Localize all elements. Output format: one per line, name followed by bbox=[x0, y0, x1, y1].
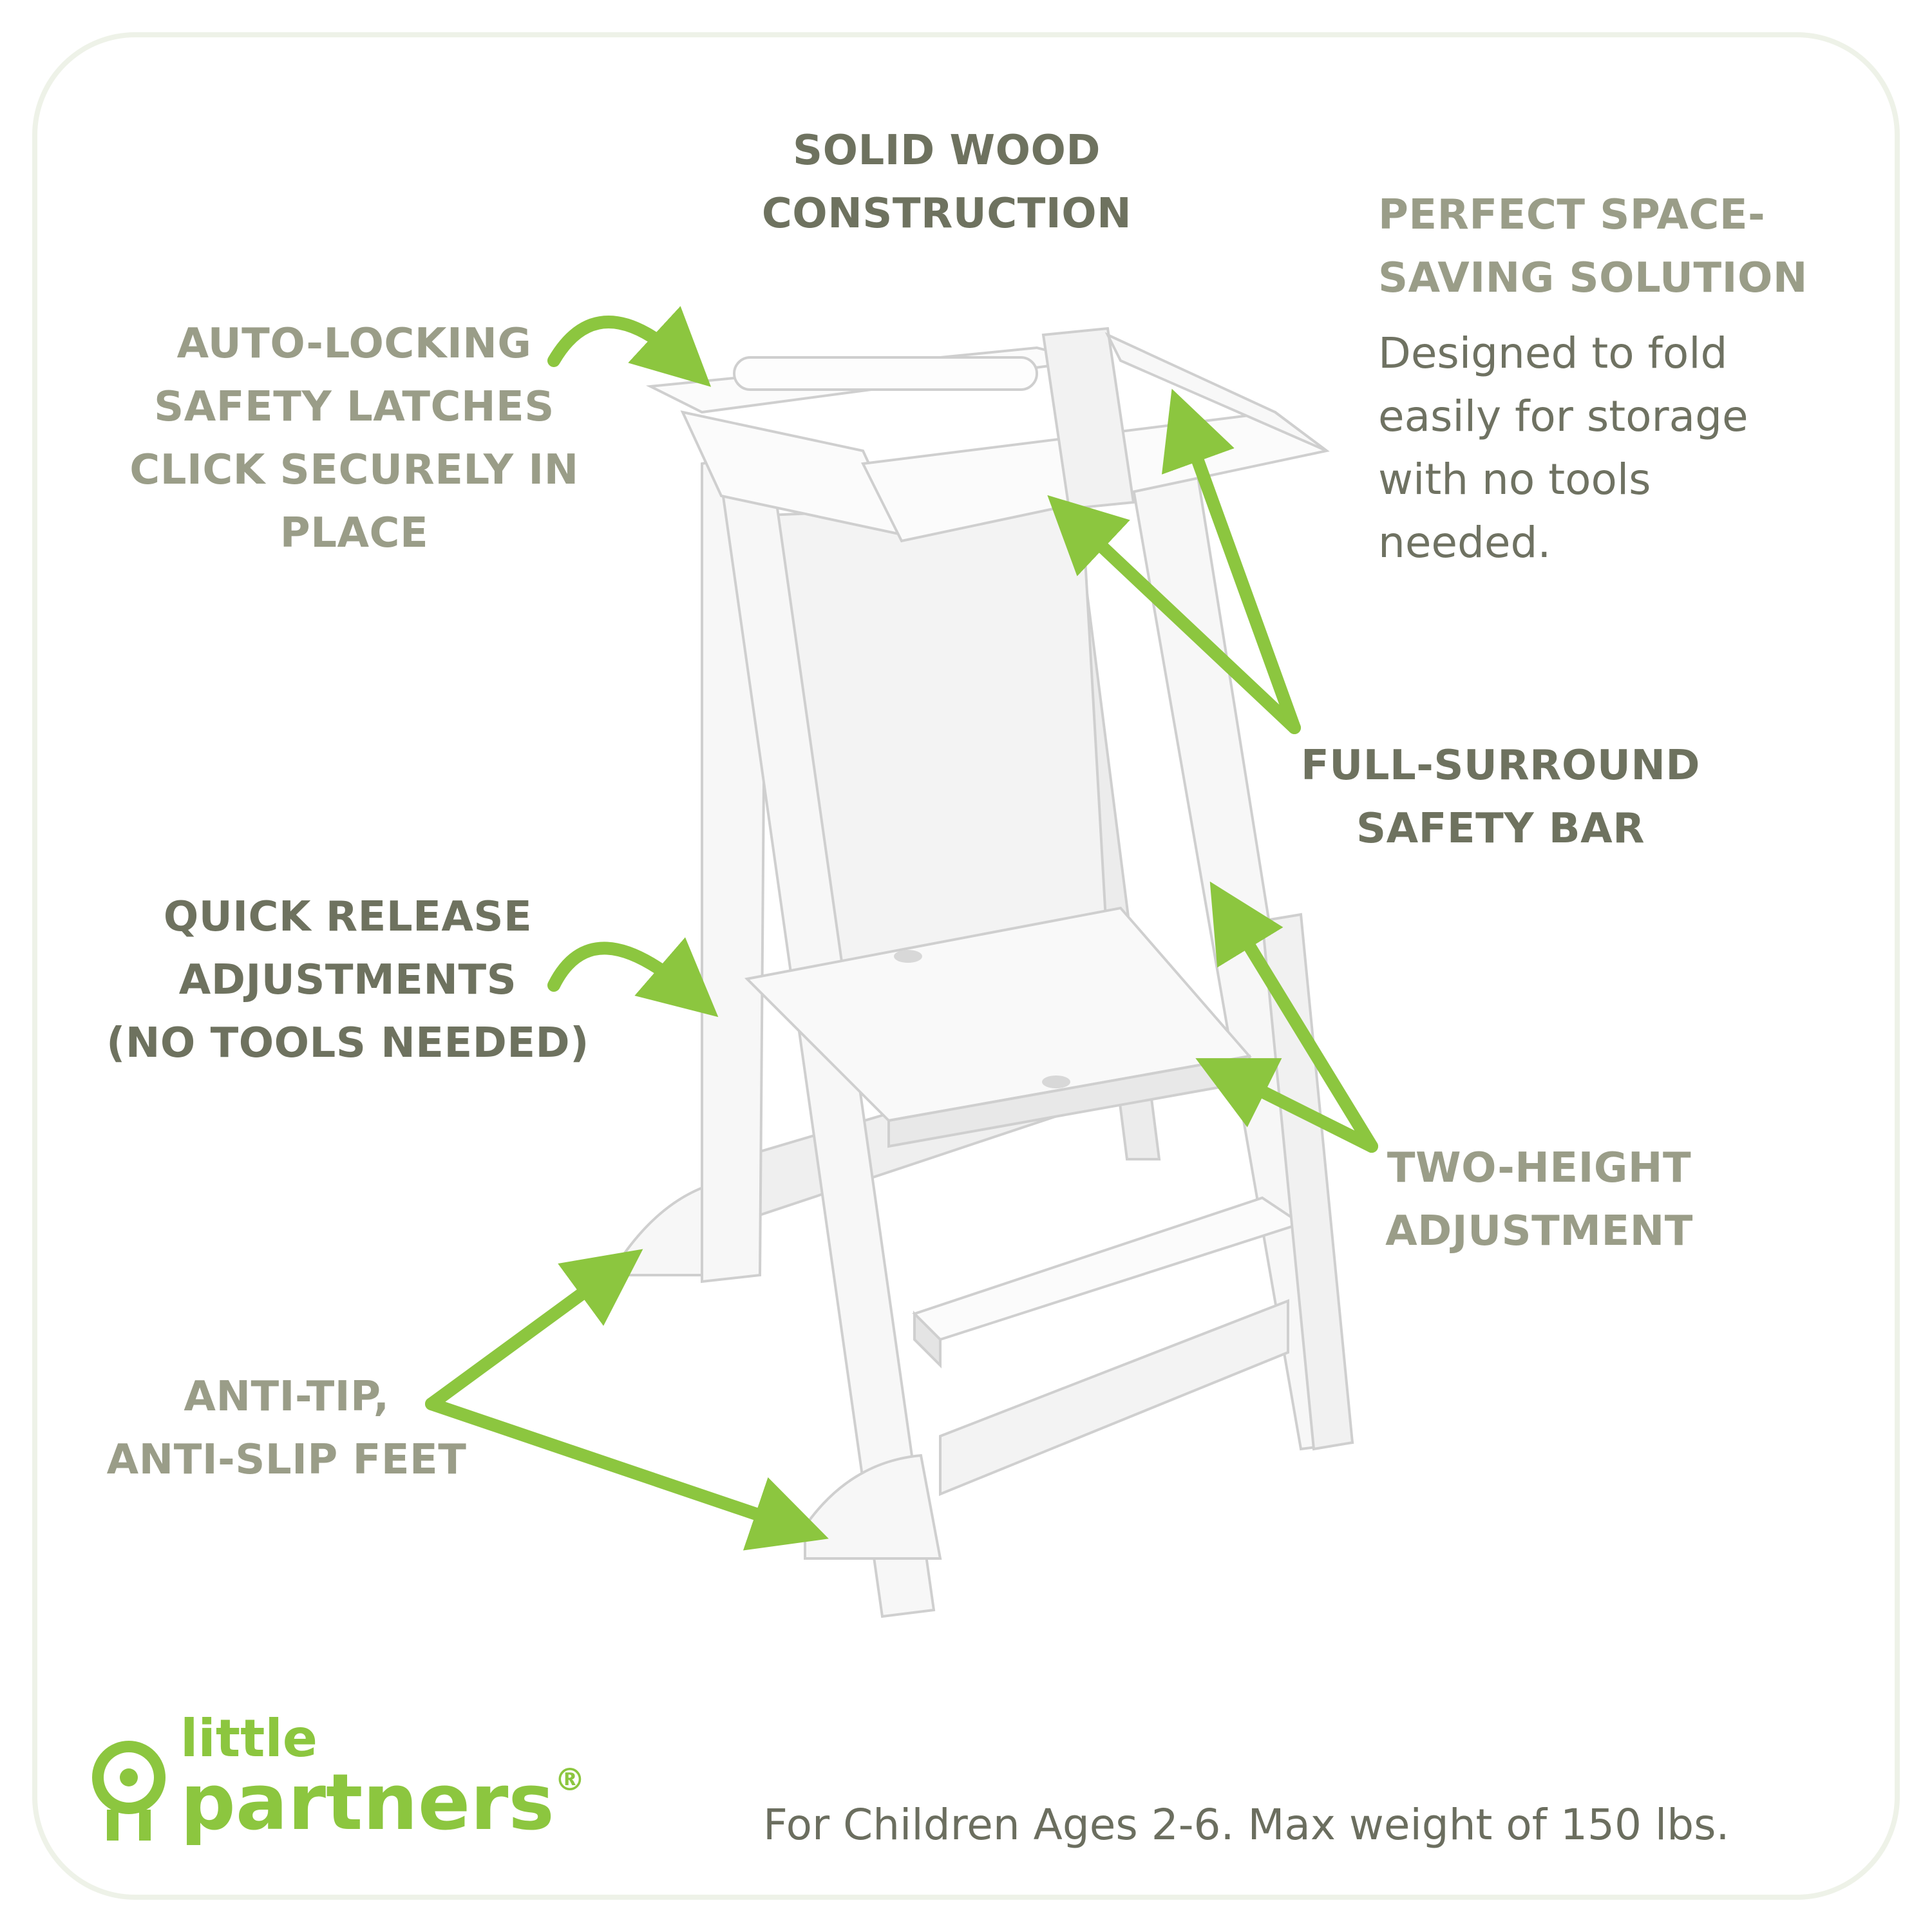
two-height-arrow-icon bbox=[1209, 881, 1378, 1153]
footer-text: For Children Ages 2-6. Max weight of 150… bbox=[763, 1800, 1730, 1850]
little-partners-logo-icon bbox=[92, 1741, 166, 1841]
safety-bar-arrow-icon-2 bbox=[1161, 388, 1301, 734]
latches-label: AUTO-LOCKING SAFETY LATCHES CLICK SECURE… bbox=[129, 320, 579, 557]
feet-arrow-icon bbox=[425, 1249, 643, 1410]
brand-line-2: partners bbox=[180, 1758, 554, 1848]
quick-release-curved-arrow-icon bbox=[547, 937, 719, 1018]
feet-arrow-icon-2 bbox=[425, 1397, 829, 1551]
learning-tower-stool bbox=[617, 327, 1354, 1618]
space-saving-description: Designed to fold easily for storage with… bbox=[1378, 328, 1748, 567]
space-saving-title: PERFECT SPACE- SAVING SOLUTION bbox=[1378, 191, 1808, 302]
two-height-label: TWO-HEIGHT ADJUSTMENT bbox=[1385, 1144, 1693, 1255]
brand-logo: little partners® bbox=[180, 1713, 585, 1842]
quick-release-label: QUICK RELEASE ADJUSTMENTS (NO TOOLS NEED… bbox=[106, 893, 589, 1067]
brand-line-1: little bbox=[180, 1709, 318, 1768]
safety-bar-arrow-icon bbox=[1047, 495, 1301, 734]
solid-wood-label: SOLID WOOD CONSTRUCTION bbox=[761, 127, 1132, 238]
safety-bar-label: FULL-SURROUND SAFETY BAR bbox=[1301, 742, 1700, 853]
feet-label: ANTI-TIP, ANTI-SLIP FEET bbox=[106, 1373, 467, 1484]
registered-mark: ® bbox=[554, 1762, 585, 1798]
latches-curved-arrow-icon bbox=[547, 306, 712, 387]
two-height-arrow-icon-2 bbox=[1195, 1058, 1378, 1153]
